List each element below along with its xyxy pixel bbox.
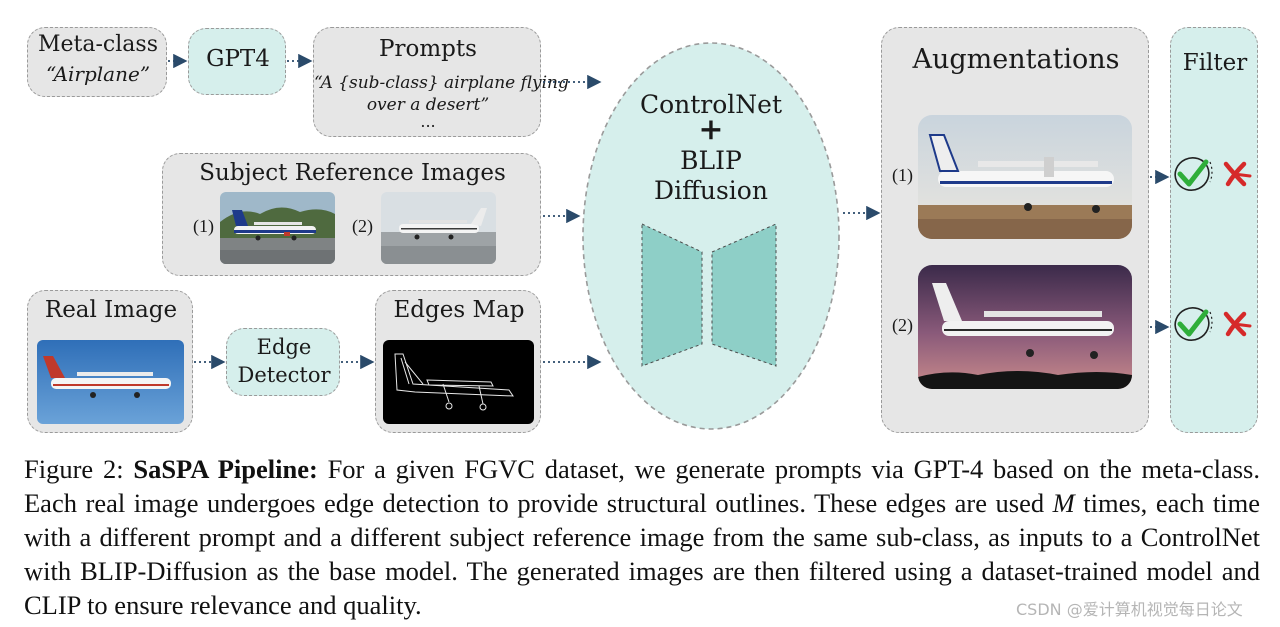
subject-ref-num-1: (1) bbox=[193, 216, 214, 236]
augmentation-image-2 bbox=[918, 265, 1132, 389]
model-line-controlnet: ControlNet bbox=[639, 90, 783, 119]
figure-caption: Figure 2: SaSPA Pipeline: For a given FG… bbox=[24, 452, 1260, 622]
subject-reference-image-2 bbox=[381, 192, 496, 264]
airplane-icon bbox=[232, 210, 316, 241]
gpt4-box: GPT4 bbox=[188, 28, 286, 95]
real-image-photo bbox=[37, 340, 184, 424]
airplane-icon bbox=[928, 134, 1114, 213]
augmentation-image-1 bbox=[918, 115, 1132, 239]
gpt4-label: GPT4 bbox=[206, 46, 270, 72]
prompt-line-1: “A {sub-class} airplane flying bbox=[314, 73, 569, 93]
flow-arrows bbox=[168, 53, 1170, 370]
subject-reference-image-1 bbox=[220, 192, 335, 264]
cross-icon bbox=[1223, 161, 1252, 187]
edge-detector-line-2: Detector bbox=[237, 363, 331, 387]
check-icon bbox=[1174, 157, 1210, 191]
meta-class-title: Meta-class bbox=[38, 32, 158, 57]
edge-detector-line-1: Edge bbox=[256, 335, 312, 359]
meta-class-box: Meta-class “Airplane” bbox=[27, 27, 167, 97]
edges-map-title: Edges Map bbox=[393, 297, 525, 323]
model-line-blip: BLIP bbox=[680, 146, 742, 175]
airplane-icon bbox=[43, 356, 171, 398]
airplane-icon bbox=[932, 283, 1114, 359]
edge-detector-box: Edge Detector bbox=[226, 328, 340, 396]
subject-reference-title: Subject Reference Images bbox=[199, 160, 506, 186]
real-image-title: Real Image bbox=[44, 297, 178, 323]
filter-result-1 bbox=[1174, 157, 1252, 191]
airplane-outline-icon bbox=[394, 353, 514, 411]
model-plus: + bbox=[698, 112, 724, 147]
edges-map-image bbox=[383, 340, 534, 424]
caption-bold: SaSPA Pipeline: bbox=[133, 454, 318, 484]
airplane-icon bbox=[399, 208, 487, 240]
caption-math-m: M bbox=[1052, 488, 1075, 518]
prompts-title: Prompts bbox=[379, 36, 477, 62]
augmentation-num-1: (1) bbox=[892, 165, 913, 185]
caption-part-2: times, each time with a different prompt… bbox=[24, 488, 1260, 620]
prompts-box: Prompts “A {sub-class} airplane flying o… bbox=[313, 27, 569, 137]
encoder-trapezoid bbox=[641, 223, 703, 367]
augmentations-title: Augmentations bbox=[912, 44, 1120, 75]
prompt-line-2: over a desert” bbox=[366, 95, 490, 115]
meta-class-value: “Airplane” bbox=[45, 62, 151, 86]
filter-title: Filter bbox=[1182, 50, 1248, 76]
prompt-ellipsis: ... bbox=[420, 112, 436, 131]
filter-box: Filter bbox=[1170, 27, 1258, 433]
cross-icon bbox=[1223, 311, 1252, 337]
decoder-trapezoid bbox=[711, 223, 777, 367]
watermark: CSDN @爱计算机视觉每日论文 bbox=[1016, 600, 1243, 619]
filter-result-2 bbox=[1174, 307, 1252, 341]
model-ellipse bbox=[582, 42, 840, 430]
subject-ref-num-2: (2) bbox=[352, 216, 373, 236]
model-line-diffusion: Diffusion bbox=[654, 176, 768, 205]
check-icon bbox=[1174, 307, 1210, 341]
augmentation-num-2: (2) bbox=[892, 315, 913, 335]
caption-prefix: Figure 2: bbox=[24, 454, 134, 484]
caption-part-1: For a given FGVC dataset, we generate pr… bbox=[24, 454, 1260, 518]
